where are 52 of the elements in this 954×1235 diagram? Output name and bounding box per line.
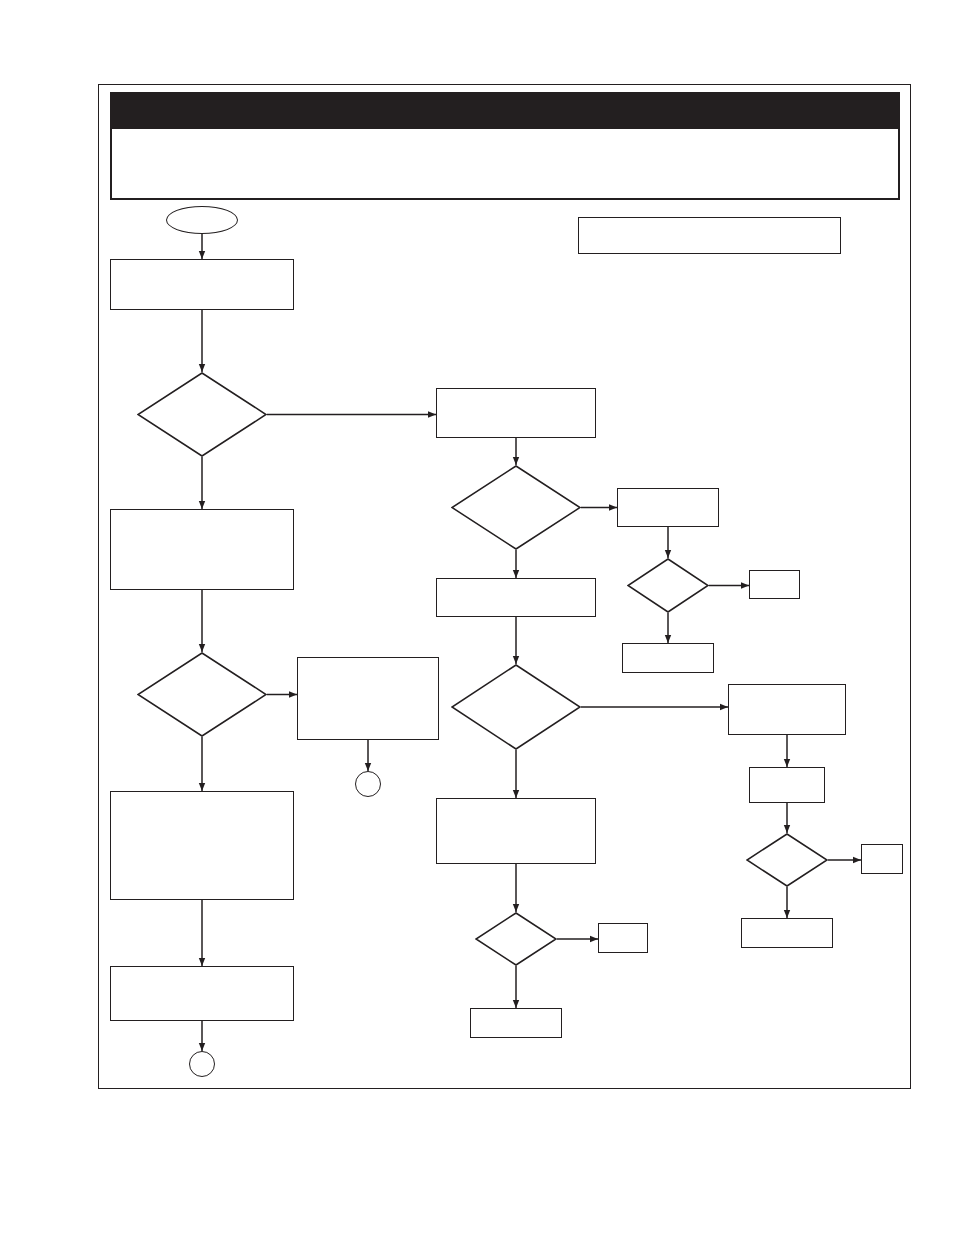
decision-diamond bbox=[137, 652, 267, 737]
process-box bbox=[470, 1008, 562, 1038]
arrow bbox=[664, 612, 672, 644]
arrow bbox=[512, 965, 520, 1009]
process-box bbox=[436, 798, 596, 864]
decision-diamond bbox=[746, 833, 828, 887]
process-box bbox=[110, 509, 294, 590]
arrow bbox=[512, 549, 520, 579]
process-box bbox=[110, 791, 294, 900]
arrow bbox=[266, 691, 298, 698]
start-oval bbox=[166, 206, 238, 234]
process-box bbox=[436, 578, 596, 617]
arrow bbox=[198, 456, 206, 510]
arrow bbox=[783, 734, 791, 768]
arrow bbox=[198, 899, 206, 967]
arrow bbox=[198, 589, 206, 653]
process-box bbox=[436, 388, 596, 438]
arrow bbox=[198, 736, 206, 792]
process-box bbox=[297, 657, 439, 740]
process-box bbox=[749, 570, 800, 599]
arrow bbox=[198, 309, 206, 373]
arrow bbox=[512, 863, 520, 913]
process-box bbox=[110, 966, 294, 1021]
arrow bbox=[708, 582, 750, 589]
process-box bbox=[617, 488, 719, 527]
arrow bbox=[198, 1020, 206, 1052]
arrow bbox=[783, 886, 791, 919]
arrow bbox=[783, 802, 791, 834]
decision-diamond bbox=[451, 664, 581, 750]
process-box bbox=[749, 767, 825, 803]
arrow bbox=[512, 437, 520, 466]
arrow bbox=[556, 935, 599, 943]
arrow bbox=[198, 233, 206, 260]
arrow bbox=[580, 504, 618, 511]
process-box bbox=[578, 217, 841, 254]
decision-diamond bbox=[475, 912, 557, 966]
arrow bbox=[364, 739, 372, 772]
process-box bbox=[741, 918, 833, 948]
process-box bbox=[598, 923, 648, 953]
process-box bbox=[110, 259, 294, 310]
arrow bbox=[266, 411, 437, 418]
process-box bbox=[728, 684, 846, 735]
process-box bbox=[861, 844, 903, 874]
arrow bbox=[664, 526, 672, 559]
arrow bbox=[827, 856, 862, 864]
decision-diamond bbox=[627, 558, 709, 613]
process-box bbox=[622, 643, 714, 673]
arrow bbox=[580, 703, 729, 711]
decision-diamond bbox=[451, 465, 581, 550]
arrow bbox=[512, 616, 520, 665]
arrow bbox=[512, 749, 520, 799]
decision-diamond bbox=[137, 372, 267, 457]
